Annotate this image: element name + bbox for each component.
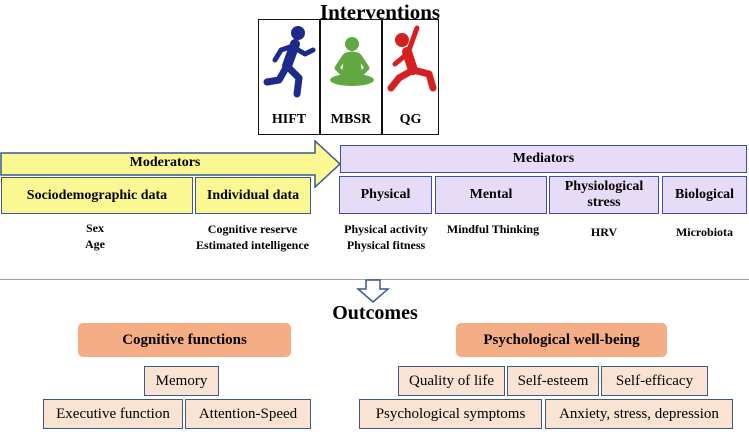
individual-item: Cognitive reserve <box>207 222 298 236</box>
psychological-wellbeing-header: Psychological well-being <box>456 323 667 357</box>
individual-item: Estimated intelligence <box>196 238 309 252</box>
individual-items: Cognitive reserve Estimated intelligence <box>180 221 325 253</box>
intervention-qg: QG <box>382 19 439 135</box>
interventions-title: Interventions <box>319 0 441 24</box>
intervention-hift: HIFT <box>258 19 320 135</box>
outcome-anxiety-stress-depression: Anxiety, stress, depression <box>545 399 733 429</box>
down-arrow-icon <box>356 279 390 303</box>
moderators-title: Moderators <box>129 155 201 170</box>
outcome-executive-function: Executive function <box>43 399 183 429</box>
running-person-icon <box>263 26 316 98</box>
mental-items: Mindful Thinking <box>437 221 549 237</box>
physiological-items: HRV <box>549 224 659 240</box>
mental-item: Mindful Thinking <box>446 222 540 236</box>
outcome-memory: Memory <box>144 366 219 396</box>
meditating-person-icon <box>330 37 374 86</box>
mediators-title: Mediators <box>340 145 747 173</box>
physical-items: Physical activity Physical fitness <box>331 221 441 253</box>
intervention-mbsr: MBSR <box>320 19 382 135</box>
outcome-self-esteem: Self-esteem <box>507 366 599 396</box>
cognitive-functions-header: Cognitive functions <box>78 323 291 357</box>
intervention-label-qg: QG <box>399 112 422 127</box>
mediator-biological: Biological <box>662 176 747 214</box>
intervention-label-hift: HIFT <box>271 112 307 127</box>
physical-item: Physical fitness <box>346 238 426 252</box>
intervention-label-mbsr: MBSR <box>330 112 372 127</box>
outcome-quality-of-life: Quality of life <box>398 366 505 396</box>
biological-items: Microbiota <box>662 224 747 240</box>
outcomes-title: Outcomes <box>332 301 418 324</box>
mediator-physiological-stress: Physiological stress <box>549 176 659 214</box>
physical-item: Physical activity <box>344 222 428 236</box>
sociodemographic-items: Sex Age <box>40 220 150 252</box>
outcome-psychological-symptoms: Psychological symptoms <box>359 399 542 429</box>
sociodemographic-box: Sociodemographic data <box>1 177 193 214</box>
physiological-item: HRV <box>590 225 618 239</box>
sociodemographic-item: Sex <box>86 221 104 235</box>
outcome-self-efficacy: Self-efficacy <box>601 366 708 396</box>
biological-item: Microbiota <box>675 225 734 239</box>
stretching-person-icon <box>387 25 437 92</box>
mediator-physical: Physical <box>339 176 432 214</box>
sociodemographic-item: Age <box>85 237 105 251</box>
individual-data-box: Individual data <box>195 177 311 214</box>
mediator-mental: Mental <box>435 176 547 214</box>
moderators-arrow <box>0 139 342 189</box>
outcome-attention-speed: Attention-Speed <box>185 399 311 429</box>
